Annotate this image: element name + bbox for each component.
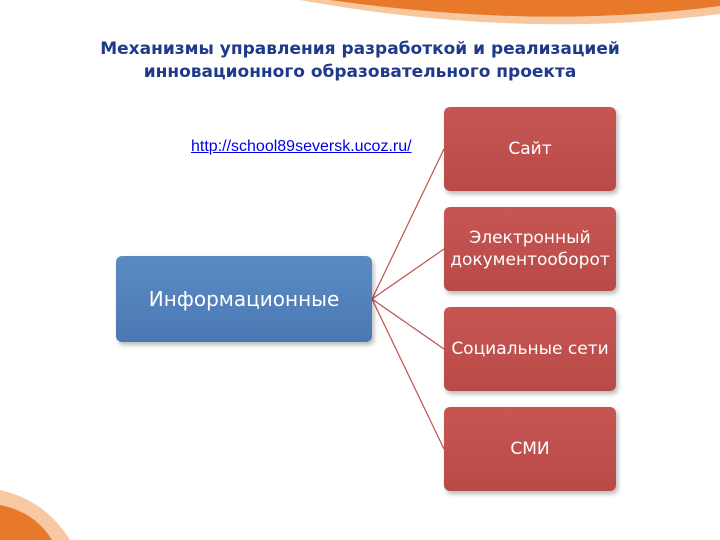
connector-site: [371, 148, 445, 300]
page-title: Механизмы управления разработкой и реали…: [100, 39, 620, 82]
node-site: Сайт: [444, 107, 616, 191]
decorative-swoosh-top: [300, 0, 720, 25]
node-social-networks: Социальные сети: [444, 307, 616, 391]
connector-docflow: [371, 248, 445, 300]
node-informational: Информационные: [116, 256, 372, 342]
node-electronic-docflow: Электронный документооборот: [444, 207, 616, 291]
site-link[interactable]: http://school89seversk.ucoz.ru/: [191, 138, 412, 155]
node-media: СМИ: [444, 407, 616, 491]
connector-media: [371, 298, 445, 450]
connector-social: [371, 298, 445, 350]
